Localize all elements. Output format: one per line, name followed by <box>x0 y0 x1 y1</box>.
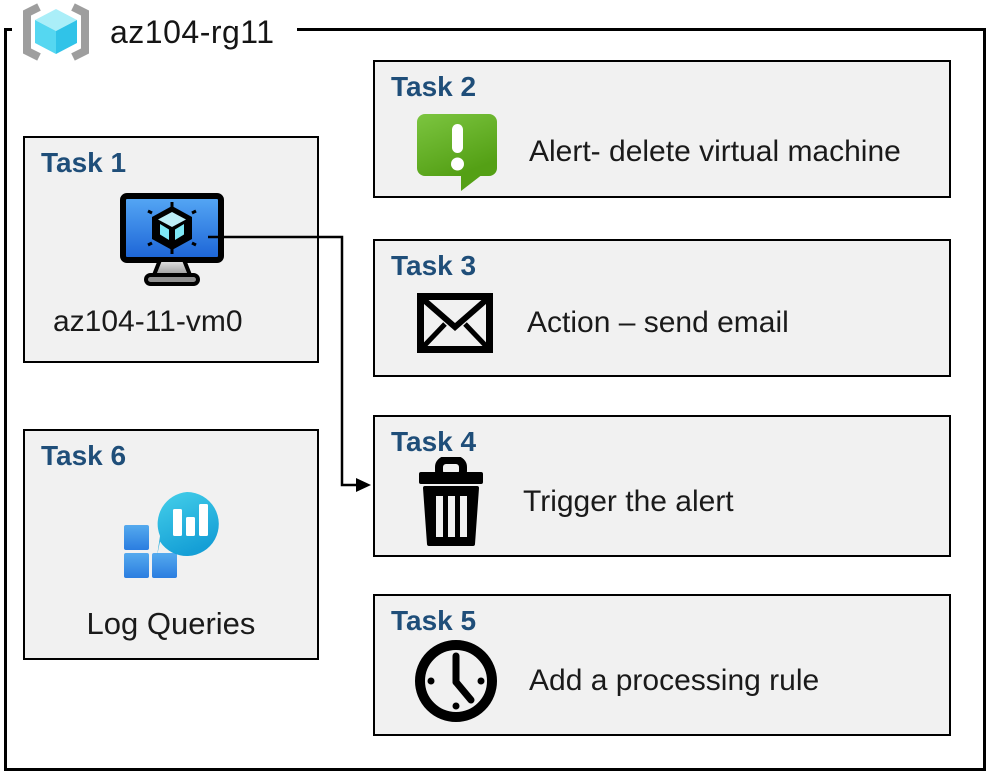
task1-title: Task 1 <box>41 147 127 178</box>
task5-label: Add a processing rule <box>529 664 820 697</box>
alert-icon <box>415 112 499 192</box>
task2-box: Task 2 Alert- delete virtual machine <box>373 60 951 198</box>
task3-label: Action – send email <box>527 306 789 339</box>
task4-title: Task 4 <box>391 426 477 457</box>
task6-box: Task 6 Log Queries <box>23 429 319 660</box>
task5-title: Task 5 <box>391 605 477 636</box>
resource-group-icon <box>18 2 94 62</box>
log-queries-icon <box>121 483 225 579</box>
trash-icon <box>415 457 487 547</box>
task2-title: Task 2 <box>391 71 477 102</box>
task6-label: Log Queries <box>86 606 256 641</box>
task3-box: Task 3 Action – send email <box>373 239 951 377</box>
task2-label: Alert- delete virtual machine <box>529 135 901 168</box>
virtual-machine-icon <box>119 192 225 288</box>
clock-icon <box>413 638 499 724</box>
email-icon <box>417 293 493 353</box>
task4-label: Trigger the alert <box>523 485 734 518</box>
resource-group-label: az104-rg11 <box>110 13 275 50</box>
task3-title: Task 3 <box>391 250 477 281</box>
task1-box: Task 1 <box>23 136 319 363</box>
task4-box: Task 4 Trigger the alert <box>373 415 951 557</box>
task5-box: Task 5 Add a processing rule <box>373 594 951 736</box>
resource-group-header: az104-rg11 <box>12 2 297 62</box>
task1-label: az104-11-vm0 <box>53 305 243 338</box>
task6-title: Task 6 <box>41 440 127 471</box>
